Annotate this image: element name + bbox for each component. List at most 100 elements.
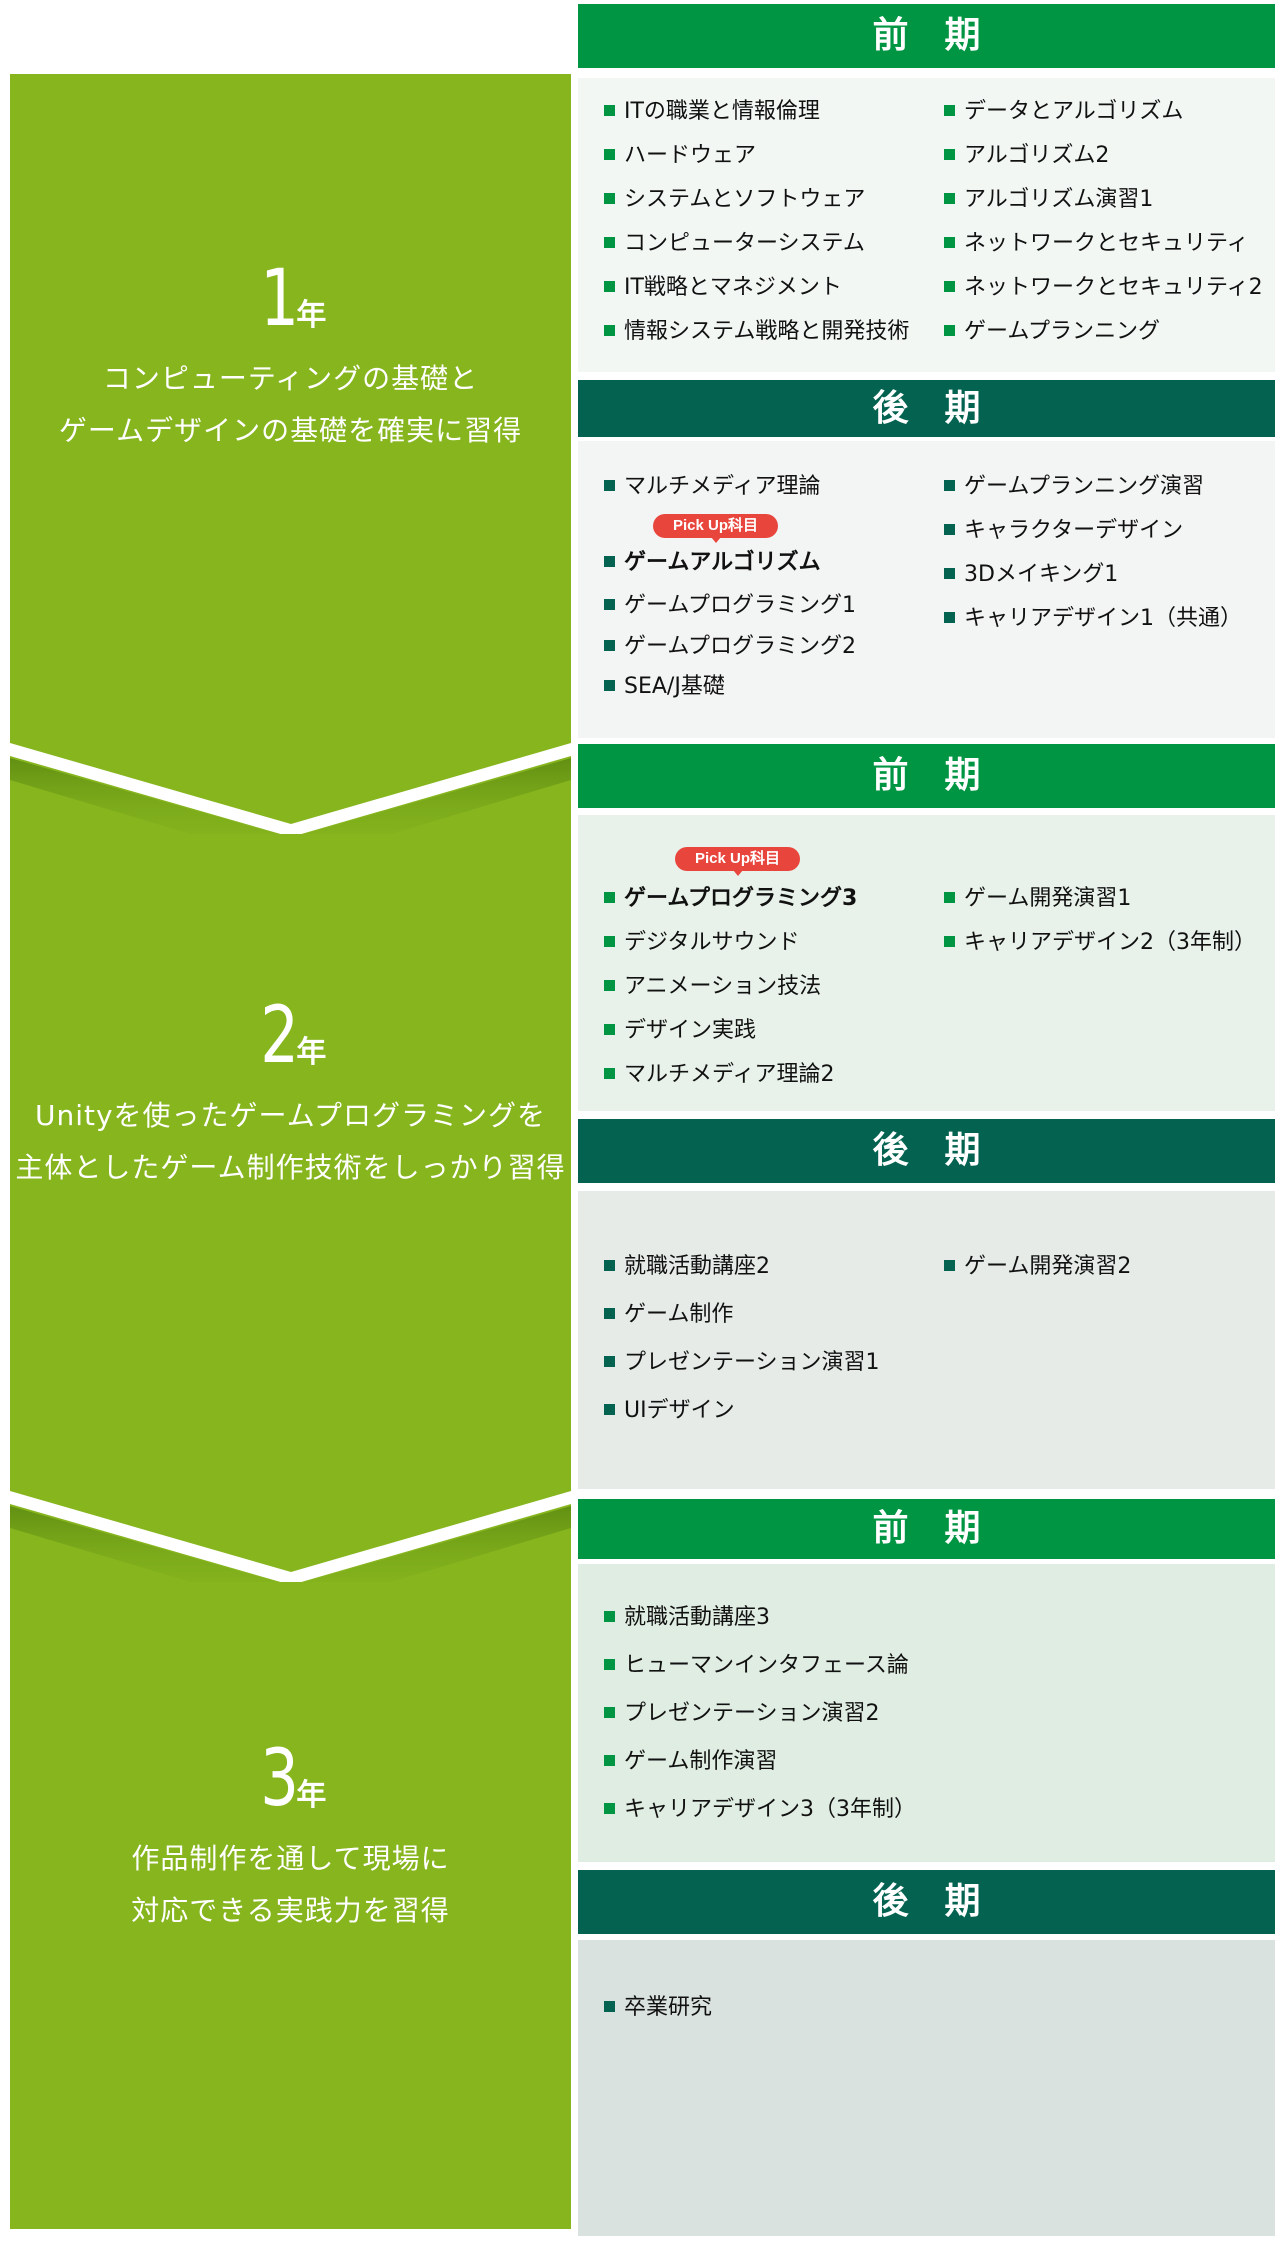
square-bullet-icon — [604, 892, 615, 903]
square-bullet-icon — [604, 1659, 615, 1670]
y2-zenki-course-box: Pick Up科目 ゲームプログラミング3 デジタルサウンド アニメーション技法… — [578, 815, 1275, 1111]
course-item: ゲーム制作演習 — [604, 1738, 916, 1786]
course-item-pickup: ゲームプログラミング3 — [604, 877, 857, 921]
course-item-pickup: ゲームアルゴリズム — [604, 541, 856, 585]
course-item: プレゼンテーション演習2 — [604, 1690, 916, 1738]
year-1-number: 1 — [259, 254, 299, 344]
square-bullet-icon — [604, 1024, 615, 1035]
y3-kouki-col-1: 卒業研究 — [604, 1986, 712, 2030]
square-bullet-icon — [604, 325, 615, 336]
square-bullet-icon — [604, 599, 615, 610]
square-bullet-icon — [944, 105, 955, 116]
square-bullet-icon — [944, 237, 955, 248]
square-bullet-icon — [604, 640, 615, 651]
course-item: 就職活動講座3 — [604, 1594, 916, 1642]
chevron-down-divider-2 — [10, 1491, 571, 1582]
course-item: ネットワークとセキュリティ — [944, 222, 1263, 266]
square-bullet-icon — [604, 105, 615, 116]
year-2-number: 2 — [259, 991, 299, 1081]
square-bullet-icon — [944, 612, 955, 623]
course-item: ゲームプログラミング1 — [604, 585, 856, 627]
course-item: データとアルゴリズム — [944, 90, 1263, 134]
square-bullet-icon — [604, 281, 615, 292]
square-bullet-icon — [604, 2001, 615, 2012]
square-bullet-icon — [604, 1356, 615, 1367]
square-bullet-icon — [604, 1260, 615, 1271]
square-bullet-icon — [944, 892, 955, 903]
course-item: アルゴリズム演習1 — [944, 178, 1263, 222]
course-item: SEA/J基礎 — [604, 667, 856, 707]
year-2-heading: 2年 — [10, 996, 571, 1076]
course-item: マルチメディア理論 — [604, 465, 856, 509]
y1-zenki-col-2: データとアルゴリズム アルゴリズム2 アルゴリズム演習1 ネットワークとセキュリ… — [944, 90, 1263, 354]
square-bullet-icon — [944, 480, 955, 491]
y2-kouki-col-2: ゲーム開発演習2 — [944, 1243, 1131, 1291]
course-item: ゲームプログラミング2 — [604, 627, 856, 667]
y2-zenki-col-2: ゲーム開発演習1 キャリアデザイン2（3年制） — [944, 877, 1256, 965]
year-2-block: 2年 Unityを使ったゲームプログラミングを 主体としたゲーム制作技術をしっか… — [10, 996, 571, 1194]
square-bullet-icon — [604, 193, 615, 204]
y3-zenki-col-1: 就職活動講座3 ヒューマンインタフェース論 プレゼンテーション演習2 ゲーム制作… — [604, 1594, 916, 1834]
y3-zenki-course-box: 就職活動講座3 ヒューマンインタフェース論 プレゼンテーション演習2 ゲーム制作… — [578, 1564, 1275, 1862]
y3-kouki-course-box: 卒業研究 — [578, 1940, 1275, 2236]
course-item: 就職活動講座2 — [604, 1243, 880, 1291]
square-bullet-icon — [944, 936, 955, 947]
chevron-down-divider-1 — [10, 743, 571, 834]
square-bullet-icon — [944, 193, 955, 204]
year-2-desc-line-1: Unityを使ったゲームプログラミングを — [34, 1099, 547, 1132]
square-bullet-icon — [604, 237, 615, 248]
y2-kouki-col-1: 就職活動講座2 ゲーム制作 プレゼンテーション演習1 UIデザイン — [604, 1243, 880, 1435]
square-bullet-icon — [604, 1755, 615, 1766]
course-item: キャリアデザイン2（3年制） — [944, 921, 1256, 965]
course-item: キャリアデザイン3（3年制） — [604, 1786, 916, 1834]
course-item: 卒業研究 — [604, 1986, 712, 2030]
year-3-unit: 年 — [296, 1778, 327, 1813]
y1-zenki-col-1: ITの職業と情報倫理 ハードウェア システムとソフトウェア コンピューターシステ… — [604, 90, 909, 354]
pickup-badge: Pick Up科目 — [653, 514, 779, 543]
year-1-description: コンピューティングの基礎と ゲームデザインの基礎を確実に習得 — [10, 353, 571, 457]
y2-zenki-col-1: Pick Up科目 ゲームプログラミング3 デジタルサウンド アニメーション技法… — [604, 845, 857, 1097]
square-bullet-icon — [944, 524, 955, 535]
y2-kouki-course-box: 就職活動講座2 ゲーム制作 プレゼンテーション演習1 UIデザイン ゲーム開発演… — [578, 1191, 1275, 1489]
course-item: ヒューマンインタフェース論 — [604, 1642, 916, 1690]
y3-zenki-header: 前期 — [578, 1499, 1275, 1559]
square-bullet-icon — [604, 1404, 615, 1415]
pickup-badge-row: Pick Up科目 — [604, 509, 856, 543]
course-item: マルチメディア理論2 — [604, 1053, 857, 1097]
y1-kouki-col-2: ゲームプランニング演習 キャラクターデザイン 3Dメイキング1 キャリアデザイン… — [944, 465, 1242, 641]
course-item: キャラクターデザイン — [944, 509, 1242, 553]
course-item: キャリアデザイン1（共通） — [944, 597, 1242, 641]
square-bullet-icon — [604, 1707, 615, 1718]
square-bullet-icon — [604, 680, 615, 691]
course-item: プレゼンテーション演習1 — [604, 1339, 880, 1387]
square-bullet-icon — [604, 1803, 615, 1814]
year-panel: 1年 コンピューティングの基礎と ゲームデザインの基礎を確実に習得 2年 Uni… — [10, 74, 571, 2229]
square-bullet-icon — [604, 556, 615, 567]
y2-zenki-header: 前期 — [578, 744, 1275, 808]
square-bullet-icon — [944, 325, 955, 336]
course-item: コンピューターシステム — [604, 222, 909, 266]
course-item: IT戦略とマネジメント — [604, 266, 909, 310]
course-item: デジタルサウンド — [604, 921, 857, 965]
year-3-heading: 3年 — [10, 1739, 571, 1819]
square-bullet-icon — [604, 1308, 615, 1319]
year-3-desc-line-2: 対応できる実践力を習得 — [131, 1894, 450, 1927]
course-item: UIデザイン — [604, 1387, 880, 1435]
pickup-badge: Pick Up科目 — [675, 847, 801, 876]
square-bullet-icon — [604, 936, 615, 947]
square-bullet-icon — [944, 568, 955, 579]
year-1-block: 1年 コンピューティングの基礎と ゲームデザインの基礎を確実に習得 — [10, 259, 571, 457]
course-item: ゲーム開発演習2 — [944, 1243, 1131, 1291]
course-item: 3Dメイキング1 — [944, 553, 1242, 597]
course-item: ゲームプランニング演習 — [944, 465, 1242, 509]
course-item: ネットワークとセキュリティ2 — [944, 266, 1263, 310]
year-1-desc-line-1: コンピューティングの基礎と — [102, 362, 479, 395]
year-1-unit: 年 — [296, 298, 327, 333]
y1-kouki-col-1: マルチメディア理論 Pick Up科目 ゲームアルゴリズム ゲームプログラミング… — [604, 465, 856, 707]
square-bullet-icon — [944, 281, 955, 292]
square-bullet-icon — [604, 1611, 615, 1622]
y3-kouki-header: 後期 — [578, 1870, 1275, 1934]
year-2-unit: 年 — [296, 1035, 327, 1070]
year-1-heading: 1年 — [10, 259, 571, 339]
course-item: ハードウェア — [604, 134, 909, 178]
